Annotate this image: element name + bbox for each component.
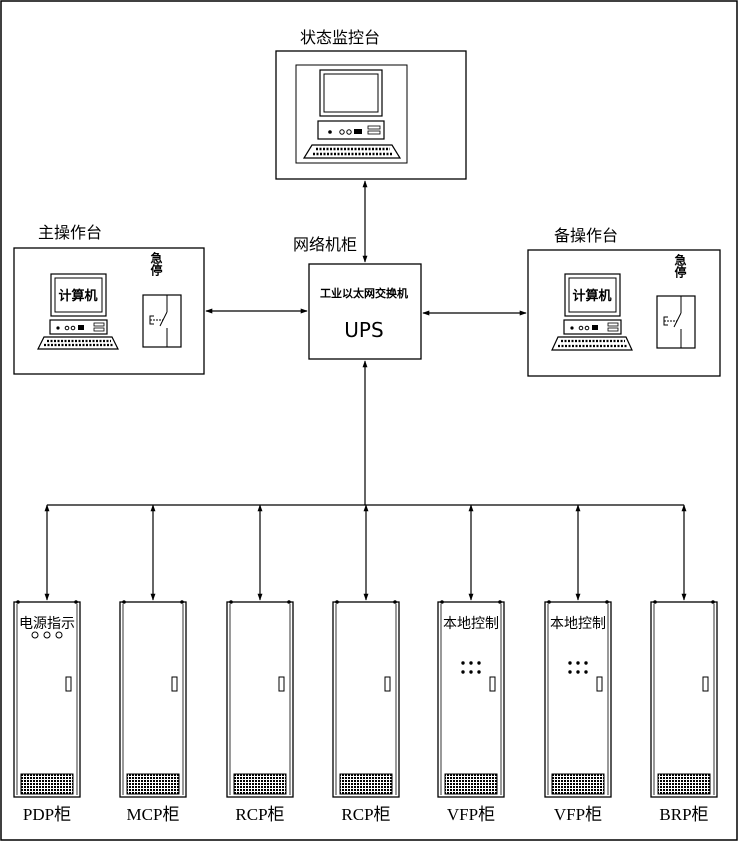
status-computer-icon xyxy=(295,64,408,164)
main-console: 主操作台 计算机 急停 xyxy=(13,223,205,375)
backup-console-label: 备操作台 xyxy=(554,226,618,245)
door-handle xyxy=(171,676,178,692)
indicator-light xyxy=(469,670,473,674)
vent-grille xyxy=(20,773,74,795)
cabinet-mcp: MCP柜 xyxy=(119,504,187,824)
indicator-light xyxy=(31,631,39,639)
cabinet-body xyxy=(332,601,400,798)
cabinet-label: VFP柜 xyxy=(447,805,495,824)
indicator-light xyxy=(477,670,481,674)
cabinet-pdp: 电源指示 PDP柜 xyxy=(13,504,81,824)
cabinet-body xyxy=(119,601,187,798)
backup-estop-label: 急停 xyxy=(673,253,687,279)
indicator-light xyxy=(469,661,473,665)
cabinet-rcp2: RCP柜 xyxy=(332,504,400,824)
indicator-light xyxy=(576,661,580,665)
cabinet-body xyxy=(226,601,294,798)
door-handle xyxy=(702,676,709,692)
indicator-light xyxy=(461,670,465,674)
main-computer-icon xyxy=(37,273,119,350)
cabinet-panel-label: 电源指示 xyxy=(19,616,75,632)
cabinet-label: VFP柜 xyxy=(554,805,602,824)
backup-computer-icon xyxy=(551,273,633,351)
main-console-box xyxy=(13,247,205,375)
backup-computer-label: 计算机 xyxy=(572,288,611,304)
cabinet-vfp1: 本地控制 VFP柜 xyxy=(437,504,505,824)
main-estop-label: 急停 xyxy=(149,251,163,277)
main-console-label: 主操作台 xyxy=(38,223,102,242)
network-cabinet: 网络机柜 工业以太网交换机 UPS xyxy=(293,235,422,360)
main-computer-label: 计算机 xyxy=(58,288,97,304)
cabinet-panel-label: 本地控制 xyxy=(443,616,499,632)
vent-grille xyxy=(657,773,711,795)
cabinet-label: PDP柜 xyxy=(23,805,71,824)
cabinet-row: 电源指示 PDP柜 MCP柜 RCP柜 RCP柜 本地控制 VFP柜 本地控制 VFP柜 BRP柜 xyxy=(13,504,718,824)
cabinet-rcp1: RCP柜 xyxy=(226,504,294,824)
door-handle xyxy=(384,676,391,692)
indicator-light xyxy=(584,661,588,665)
cabinet-brp: BRP柜 xyxy=(650,504,718,824)
indicator-light xyxy=(576,670,580,674)
indicator-light xyxy=(568,661,572,665)
door-handle xyxy=(65,676,72,692)
vent-grille xyxy=(551,773,605,795)
indicator-light xyxy=(55,631,63,639)
indicator-light xyxy=(568,670,572,674)
vent-grille xyxy=(444,773,498,795)
vent-grille xyxy=(233,773,287,795)
vent-grille xyxy=(126,773,180,795)
status-console-box xyxy=(275,50,467,180)
door-handle xyxy=(278,676,285,692)
cabinet-label: BRP柜 xyxy=(659,805,708,824)
indicator-light xyxy=(584,670,588,674)
network-cabinet-label: 网络机柜 xyxy=(293,235,357,254)
cabinet-body xyxy=(650,601,718,798)
indicator-light xyxy=(461,661,465,665)
cabinet-label: MCP柜 xyxy=(127,805,180,824)
status-console: 状态监控台 xyxy=(275,28,467,180)
status-console-label: 状态监控台 xyxy=(300,28,380,47)
indicator-light xyxy=(477,661,481,665)
door-handle xyxy=(489,676,496,692)
cabinet-label: RCP柜 xyxy=(235,805,284,824)
cabinet-body xyxy=(544,601,612,798)
cabinet-body xyxy=(13,601,81,798)
switch-label: 工业以太网交换机 xyxy=(320,286,408,300)
cabinet-panel-label: 本地控制 xyxy=(550,616,606,632)
backup-console-box xyxy=(527,249,721,377)
main-estop-switch-icon xyxy=(142,294,182,348)
backup-estop-switch-icon xyxy=(656,295,696,349)
network-cabinet-box xyxy=(308,263,422,360)
cabinet-body xyxy=(437,601,505,798)
backup-console: 备操作台 计算机 急停 xyxy=(527,226,721,377)
indicator-light xyxy=(43,631,51,639)
ups-label: UPS xyxy=(344,318,383,342)
cabinet-label: RCP柜 xyxy=(341,805,390,824)
vent-grille xyxy=(339,773,393,795)
door-handle xyxy=(596,676,603,692)
cabinet-vfp2: 本地控制 VFP柜 xyxy=(544,504,612,824)
